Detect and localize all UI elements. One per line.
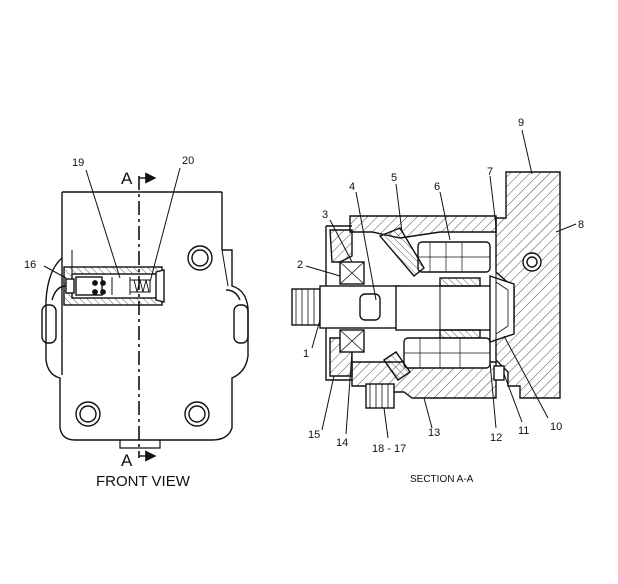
section-plug-18-17	[365, 383, 395, 409]
callout-6: 6	[434, 181, 440, 193]
callout-8: 8	[578, 219, 584, 231]
section-cylinder-barrel	[395, 277, 501, 339]
section-pin-11	[493, 365, 505, 381]
front-view-right-lug	[233, 304, 249, 344]
callout-11: 11	[518, 425, 529, 437]
callout-10: 10	[550, 421, 562, 433]
callout-19: 19	[72, 157, 84, 169]
section-marker-bottom: A	[121, 451, 133, 470]
front-view-caption: FRONT VIEW	[96, 473, 191, 490]
callout-15: 15	[308, 429, 320, 441]
section-swashplate	[378, 227, 425, 277]
callout-14: 14	[336, 437, 348, 449]
front-view-top-block	[61, 191, 223, 250]
callout-9: 9	[518, 117, 524, 129]
callout-16: 16	[24, 259, 36, 271]
callout-13: 13	[428, 427, 440, 439]
section-front-flange	[329, 229, 353, 263]
front-view-left-lug	[41, 304, 57, 344]
front-view-bolt-hole-bottom-left	[75, 401, 101, 427]
front-view-bolt-hole-bottom-right	[184, 401, 210, 427]
callout-4: 4	[349, 181, 355, 193]
callout-20: 20	[182, 155, 194, 167]
callout-labels: 19 20 16 1 2 3 4 5 6 7 9 8 10 11 12 13 1…	[24, 117, 584, 490]
front-view	[41, 172, 249, 462]
section-marker-top: A	[121, 169, 133, 188]
section-housing-top	[349, 215, 497, 239]
callout-2: 2	[297, 259, 303, 271]
section-input-shaft	[291, 285, 401, 329]
section-view-caption: SECTION A-A	[410, 474, 474, 485]
section-port-fitting	[522, 252, 542, 272]
section-piston-top	[417, 241, 491, 273]
section-rear-bearing	[489, 275, 515, 343]
section-view	[291, 171, 561, 409]
callout-18-17: 18 - 17	[372, 443, 406, 455]
callout-5: 5	[391, 172, 397, 184]
callout-3: 3	[322, 209, 328, 221]
section-view-leaders	[305, 129, 577, 439]
section-piston-bottom	[403, 337, 491, 369]
callout-1: 1	[303, 348, 309, 360]
callout-12: 12	[490, 432, 502, 444]
callout-7: 7	[487, 166, 493, 178]
front-view-bolt-hole-top-right	[187, 245, 213, 271]
front-view-valve-cutaway	[63, 266, 165, 306]
front-view-leaders	[43, 167, 181, 283]
